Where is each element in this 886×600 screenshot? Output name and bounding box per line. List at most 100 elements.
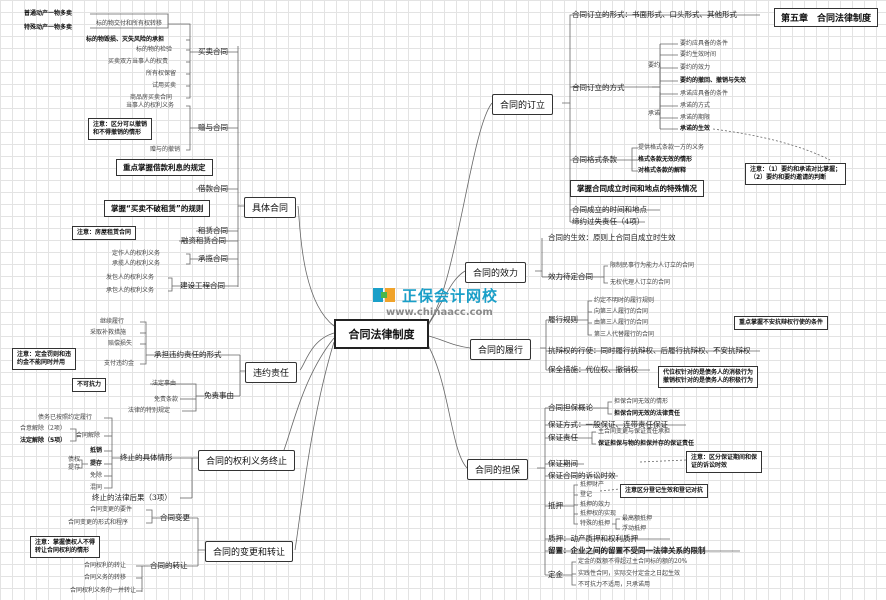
breach-form-item: 支付违约金 <box>104 360 135 367</box>
termination-item: 债务已按照约定履行 <box>38 414 93 421</box>
suretyship-liability: 保证责任 <box>548 433 578 442</box>
subrogation-revocation-note: 代位权针对的是债务人的消极行为 撤销权针对的是债务人的积极行为 <box>658 366 759 388</box>
offer-item: 要约生效时间 <box>680 51 717 58</box>
acceptance-item: 承诺的期限 <box>680 114 711 121</box>
mortgage-item: 抵押权的实现 <box>580 510 617 517</box>
mortgage-item: 抵押财产 <box>580 481 605 488</box>
acceptance-label: 承诺 <box>648 110 661 117</box>
gift-item: 当事人的权利义务 <box>126 102 175 109</box>
termination-item: 免除 <box>90 472 103 479</box>
guarantee-overview-item: 担保合同无效的情形 <box>614 398 669 405</box>
offer-item: 要约应具备的条件 <box>680 40 729 47</box>
mortgage-item: 特殊的抵押 <box>580 520 611 527</box>
pending-validity-item: 无权代理人订立的合同 <box>610 279 671 286</box>
acceptance-item: 承诺的方式 <box>680 102 711 109</box>
transfer-item: 合同权利的转让 <box>84 562 127 569</box>
house-lease-note: 注意：房屋租赁合同 <box>72 226 137 240</box>
unsafe-defense-note: 重点掌握不安抗辩权行使的条件 <box>734 316 829 330</box>
deposit-sub-item: 提存 <box>68 464 81 471</box>
performance-rule-item: 向第三人履行的合同 <box>594 308 649 315</box>
pledge: 质押：动产质押和权利质押 <box>548 534 638 543</box>
exemption-item: 法律的特别规定 <box>128 407 171 414</box>
formation-time-place: 合同成立的时间和地点 <box>572 205 647 214</box>
work-contract-item: 定作人的权利义务 <box>112 250 161 257</box>
logo: 正保会计网校 www.chinaacc.com <box>370 283 520 323</box>
contract-modification: 合同变更 <box>160 513 190 522</box>
mortgage: 抵押 <box>548 501 563 510</box>
earnest-money-item: 实践性合同，实际交付定金之日起生效 <box>578 570 681 577</box>
center-topic[interactable]: 合同法律制度 <box>334 319 429 349</box>
pending-validity: 效力待定合同 <box>548 272 593 281</box>
sale-item: 标的物的检验 <box>136 46 173 53</box>
formation-time-place-note: 掌握合同成立时间和地点的特殊情况 <box>570 180 704 197</box>
branch-specific-contracts[interactable]: 具体合同 <box>244 197 297 218</box>
standard-terms-item: 提供格式条款一方的义务 <box>638 144 705 151</box>
construction-contract: 建设工程合同 <box>180 281 225 290</box>
branch-contract-validity[interactable]: 合同的效力 <box>465 262 527 283</box>
formation-methods: 合同订立的方式 <box>572 83 625 92</box>
construction-item: 发包人的权利义务 <box>106 274 155 281</box>
multi-sale-item: 普通动产一物多卖 <box>24 10 73 17</box>
sale-item: 买卖双方当事人的权责 <box>108 58 169 65</box>
modification-item: 合同变更的形式和程序 <box>68 519 129 526</box>
culpa-in-contrahendo: 缔约过失责任（4项） <box>572 217 645 226</box>
mortgage-item: 登记 <box>580 491 593 498</box>
earnest-money-item: 定金的数额不得超过主合同标的额的20% <box>578 558 688 565</box>
work-contract: 承揽合同 <box>198 254 228 263</box>
sale-item: 商品房买卖合同 <box>130 94 173 101</box>
transfer-item: 合同义务的转移 <box>84 574 127 581</box>
breach-form-item: 采取补救措施 <box>90 329 127 336</box>
sale-contract: 买卖合同 <box>198 47 228 56</box>
sale-item: 标的物毁损、灭失风险的承担 <box>86 36 165 43</box>
offer-item: 要约的撤回、撤销与失效 <box>680 77 747 84</box>
deposit-sub-item: 债权 <box>68 456 81 463</box>
suretyship-limitation: 保证合同的诉讼时效 <box>548 471 616 480</box>
suretyship-methods: 保证方式：一般保证、连带责任保证 <box>548 420 668 429</box>
standard-terms: 合同格式条款 <box>572 155 617 164</box>
branch-modification-transfer[interactable]: 合同的变更和转让 <box>205 541 294 562</box>
rescission-label: 合同解除 <box>76 432 101 439</box>
suretyship-liability-item: 主合同变更与保证责任承担 <box>598 428 671 435</box>
branch-breach-liability[interactable]: 违约责任 <box>245 362 298 383</box>
termination-item: 合意解除（2项） <box>20 425 66 432</box>
special-mortgage-item: 浮动抵押 <box>622 525 647 532</box>
branch-contract-guarantee[interactable]: 合同的担保 <box>467 459 529 480</box>
force-majeure-note: 不可抗力 <box>72 378 107 392</box>
registration-note: 注意区分登记生效和登记对抗 <box>620 484 709 498</box>
preservation-measures: 保全措施：代位权、撤销权 <box>548 365 638 374</box>
offer-item: 要约的效力 <box>680 64 711 71</box>
performance-rule-item: 第三人代替履行的合同 <box>594 331 655 338</box>
creditor-transfer-note: 注意：掌握债权人不得 转让合同权利的情形 <box>30 536 101 558</box>
sale-item: 标的物交付和所有权转移 <box>96 20 163 27</box>
termination-situations: 终止的具体情形 <box>120 453 173 462</box>
performance-rules: 履行规则 <box>548 315 578 324</box>
acceptance-item: 承诺的生效 <box>680 125 711 132</box>
branch-termination[interactable]: 合同的权利义务终止 <box>198 450 296 471</box>
suretyship-period: 保证期间 <box>548 459 578 468</box>
contract-transfer: 合同的转让 <box>150 561 188 570</box>
chapter-title: 第五章 合同法律制度 <box>774 8 879 27</box>
formation-forms: 合同订立的形式：书面形式、口头形式、其他形式 <box>572 10 737 19</box>
performance-rule-item: 由第三人履行的合同 <box>594 319 649 326</box>
multi-sale-item: 特殊动产一物多卖 <box>24 24 73 31</box>
suretyship-period-note: 注意：区分保证期间和保 证的诉讼时效 <box>686 451 763 473</box>
gift-revocation-note: 注意：区分可以撤销 和不得撤销的情形 <box>88 118 153 140</box>
guarantee-overview-item: 担保合同无效的法律责任 <box>614 410 681 417</box>
finance-lease-contract: 融资租赁合同 <box>181 236 226 245</box>
performance-rule-item: 约定不明时的履行规则 <box>594 297 655 304</box>
standard-terms-item: 对格式条款的解释 <box>638 167 687 174</box>
suretyship-liability-item: 保证担保与物的担保并存的保证责任 <box>598 440 695 447</box>
breach-form-item: 赔偿损失 <box>108 340 133 347</box>
logo-url: www.chinaacc.com <box>386 307 493 318</box>
special-mortgage-item: 最高额抵押 <box>622 515 653 522</box>
earnest-penalty-note: 注意：定金罚则和违 约金不能同时并用 <box>12 348 77 370</box>
gift-contract: 赠与合同 <box>198 123 228 132</box>
branch-contract-performance[interactable]: 合同的履行 <box>470 339 532 360</box>
loan-contract: 借款合同 <box>198 184 228 193</box>
lease-contract: 租赁合同 <box>198 226 228 235</box>
termination-consequences: 终止的法律后果（3项） <box>92 493 172 502</box>
branch-contract-formation[interactable]: 合同的订立 <box>492 94 554 115</box>
work-contract-item: 承揽人的权利义务 <box>112 260 161 267</box>
termination-item: 抵销 <box>90 447 103 454</box>
